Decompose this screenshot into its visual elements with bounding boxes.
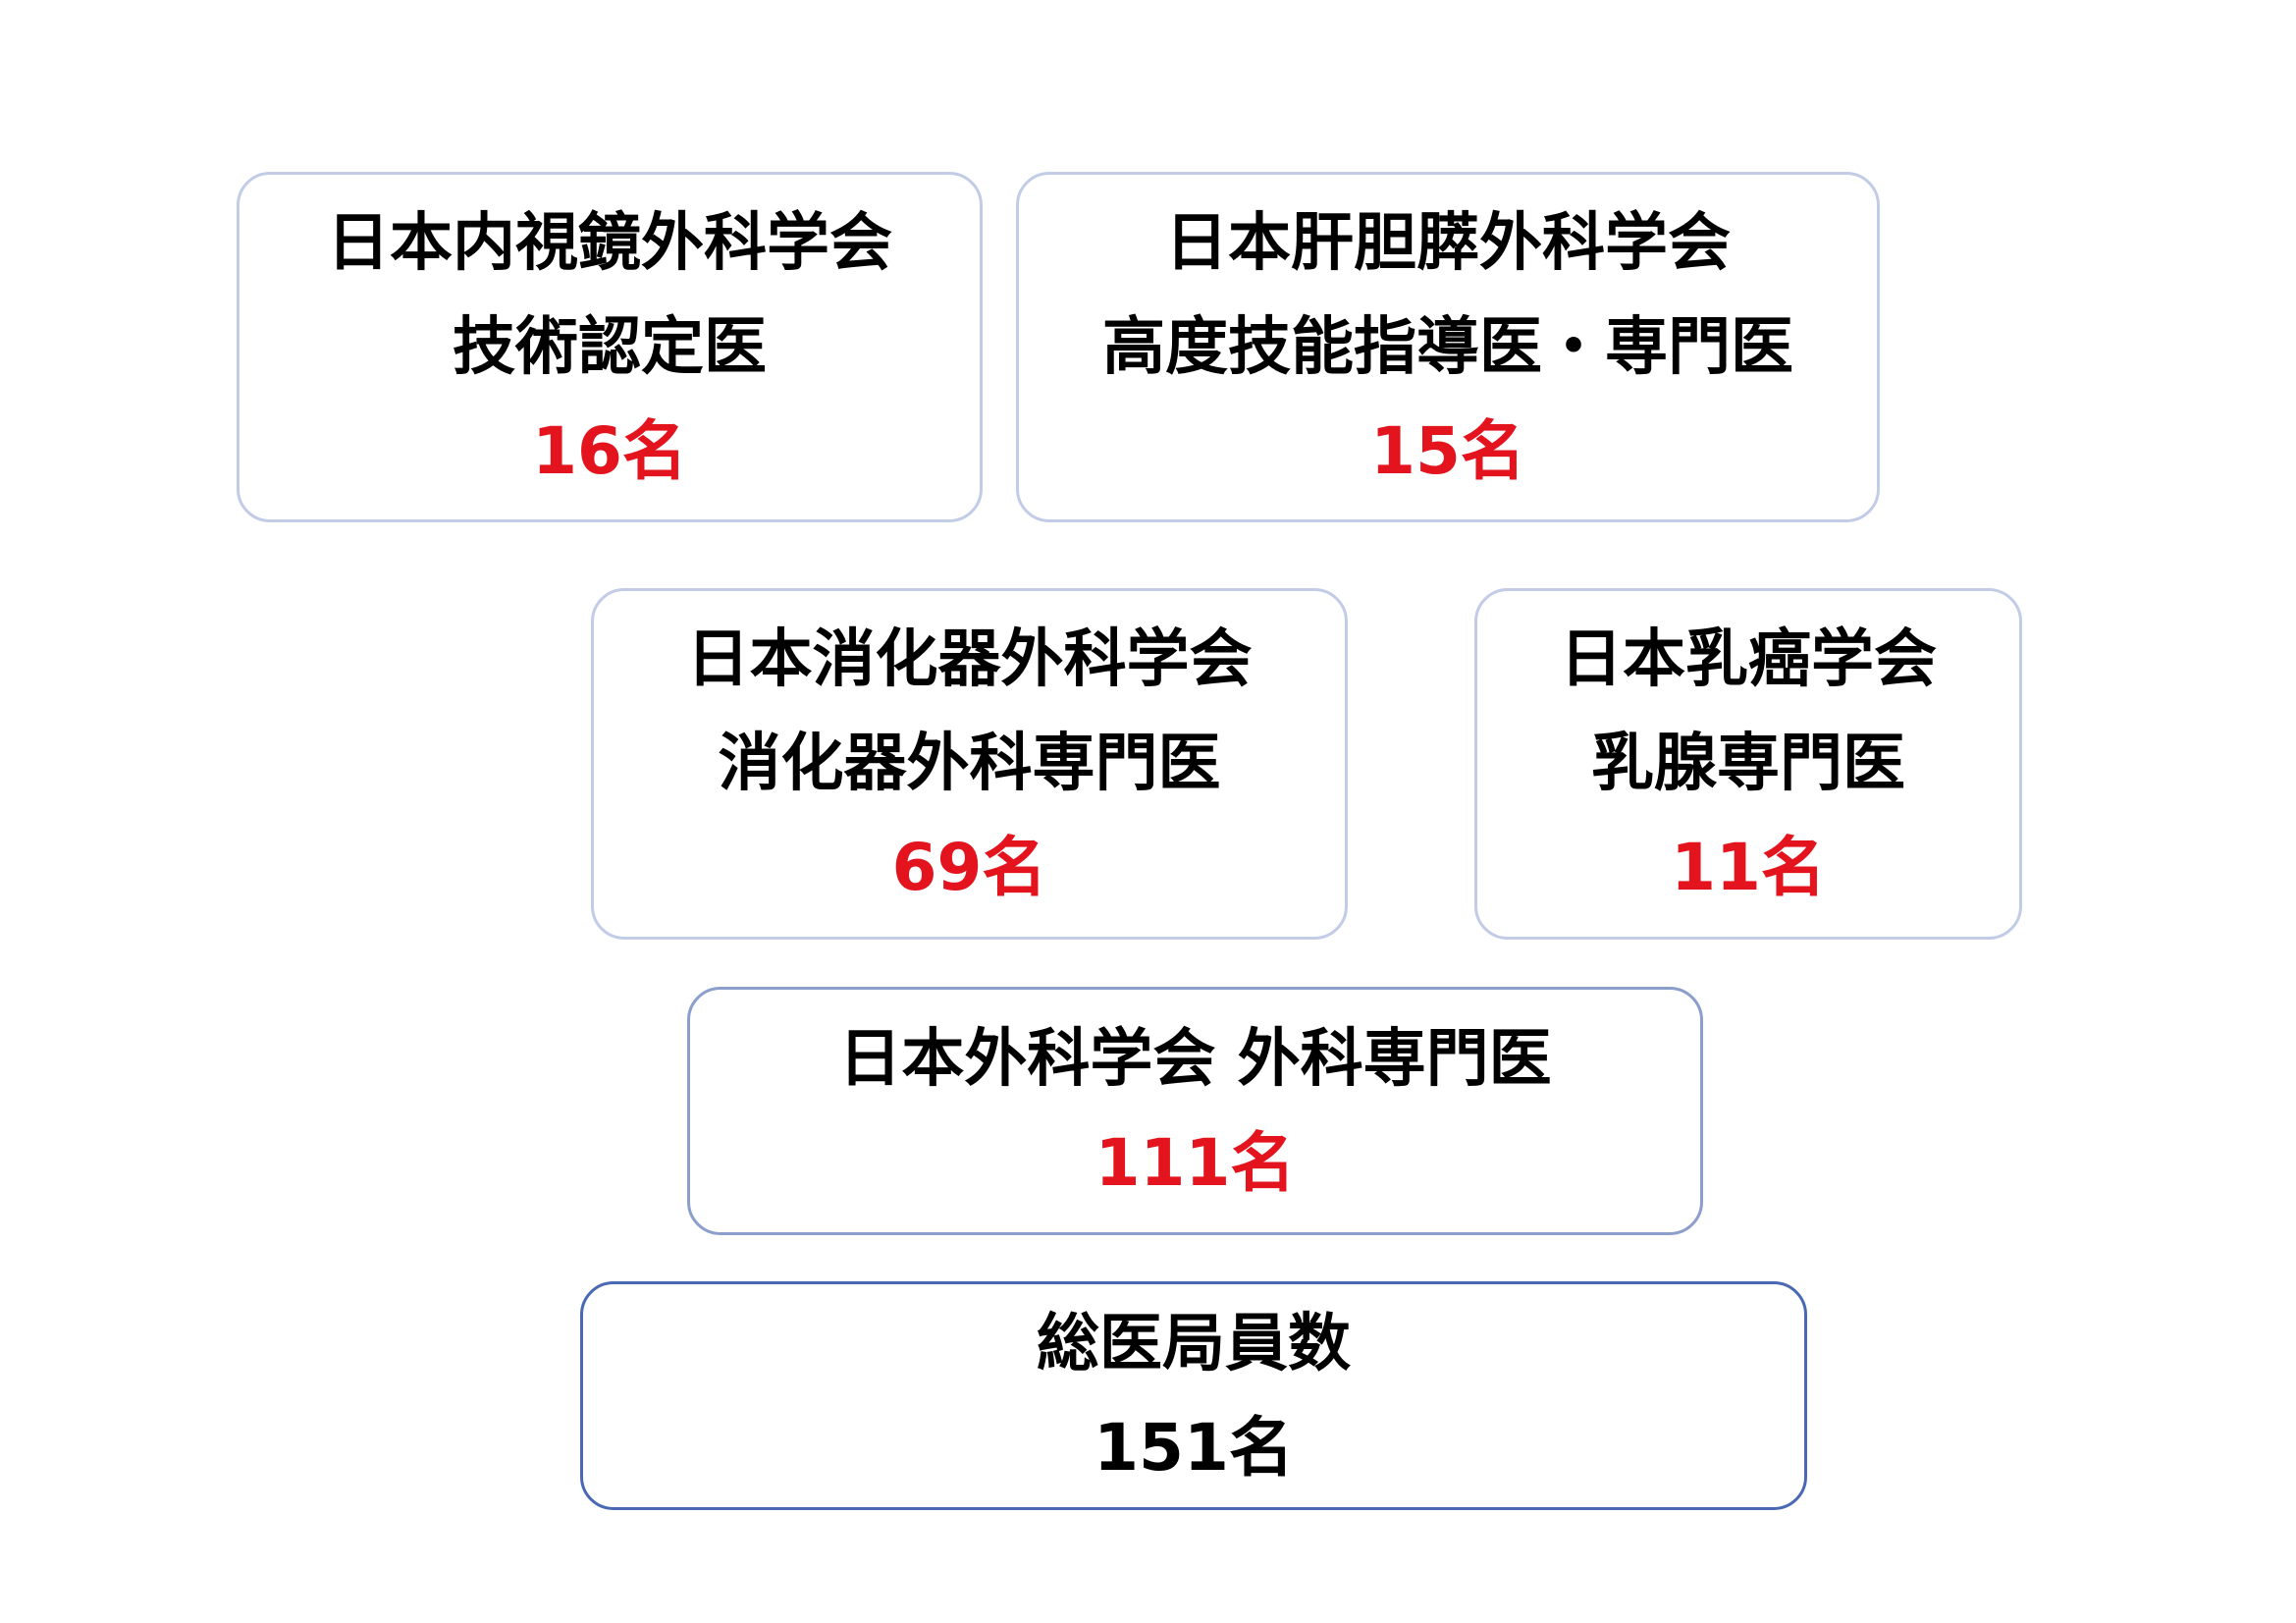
card-title: 日本乳癌学会 (1560, 623, 1937, 696)
card-subtitle: 技術認定医 (453, 310, 767, 384)
card-surgery: 日本外科学会 外科専門医 111名 (687, 987, 1703, 1235)
card-title: 日本内視鏡外科学会 (327, 206, 892, 280)
card-count: 16名 (532, 412, 687, 489)
card-title: 日本外科学会 外科専門医 (838, 1022, 1552, 1096)
card-gastroenterological-surgery: 日本消化器外科学会 消化器外科専門医 69名 (591, 588, 1348, 940)
card-subtitle: 消化器外科専門医 (718, 728, 1221, 800)
card-count: 151名 (1094, 1409, 1294, 1486)
card-hepatobiliary-pancreatic-surgery: 日本肝胆膵外科学会 高度技能指導医・専門医 15名 (1016, 172, 1880, 522)
card-count: 15名 (1370, 412, 1525, 489)
card-title: 日本消化器外科学会 (686, 623, 1253, 696)
card-title: 日本肝胆膵外科学会 (1165, 206, 1731, 280)
card-count: 11名 (1671, 830, 1826, 905)
card-count: 111名 (1095, 1124, 1296, 1201)
card-endoscopic-surgery: 日本内視鏡外科学会 技術認定医 16名 (237, 172, 983, 522)
card-title: 総医局員数 (1037, 1307, 1351, 1380)
card-subtitle: 乳腺専門医 (1591, 728, 1905, 800)
card-breast-cancer: 日本乳癌学会 乳腺専門医 11名 (1474, 588, 2022, 940)
card-total-staff: 総医局員数 151名 (580, 1281, 1807, 1510)
card-subtitle: 高度技能指導医・専門医 (1102, 310, 1793, 384)
card-count: 69名 (891, 830, 1047, 905)
